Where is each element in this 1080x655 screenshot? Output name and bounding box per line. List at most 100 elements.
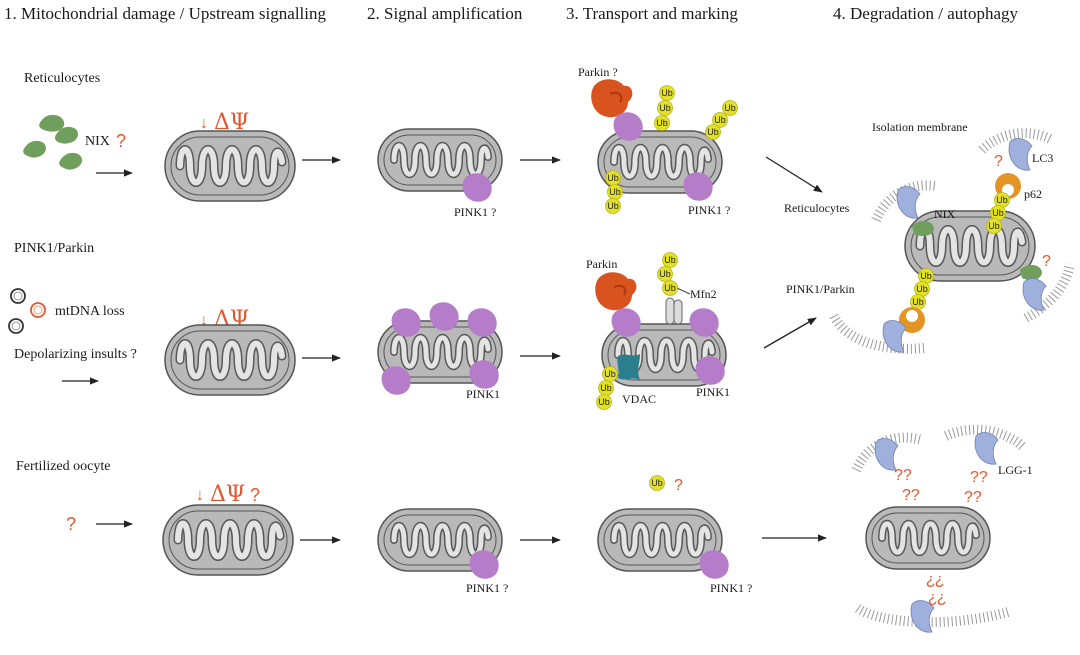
- ubiquitin-chain-r1-top: Ub Ub Ub: [654, 85, 675, 131]
- svg-text:Ub: Ub: [996, 195, 1008, 205]
- svg-text:Ub: Ub: [598, 397, 610, 407]
- ub-r3-label: Ub: [651, 478, 663, 488]
- lc3-right: [1022, 278, 1047, 311]
- svg-text:Ub: Ub: [607, 173, 619, 183]
- svg-text:Ub: Ub: [992, 208, 1004, 218]
- lc3-label: LC3: [1032, 151, 1053, 165]
- parkin-r1: [590, 78, 634, 119]
- isolation-membrane-top: [978, 128, 1055, 154]
- parkin-r2: [594, 271, 638, 312]
- down-arrow-r1: ↓: [200, 115, 208, 132]
- svg-text:Ub: Ub: [988, 221, 1000, 231]
- isolation-membrane-bottom-left: [829, 313, 925, 354]
- vdac-label: VDAC: [622, 392, 656, 406]
- reticulocytes-side-label: Reticulocytes: [784, 201, 850, 215]
- pink1-label-r3-s3: PINK1 ?: [710, 581, 752, 595]
- step-3-heading: 3. Transport and marking: [566, 4, 738, 23]
- ubiquitin-chain-cluster-bottom: Ub Ub Ub: [910, 268, 934, 310]
- svg-text:Ub: Ub: [661, 88, 673, 98]
- nix-label: NIX: [85, 134, 110, 149]
- svg-text:Ub: Ub: [607, 201, 619, 211]
- lc3-left: [896, 186, 921, 219]
- nix-bound: [912, 220, 934, 236]
- qq-r3-d: ??: [964, 489, 982, 506]
- pink1-label-r1-s3: PINK1 ?: [688, 203, 730, 217]
- mfn2-protein: [665, 297, 683, 325]
- ubiquitin-chain-r1-right: Ub Ub Ub: [705, 100, 738, 140]
- delta-psi-question-mark: ?: [250, 485, 260, 505]
- qq-r3-c: ??: [970, 469, 988, 486]
- svg-text:Ub: Ub: [916, 284, 928, 294]
- lgg1-right: [974, 432, 999, 465]
- lc3-top: [1008, 138, 1033, 171]
- down-arrow-r3: ↓: [196, 487, 204, 504]
- nix-right: [1020, 264, 1042, 280]
- down-arrow-r2: ↓: [200, 312, 208, 329]
- pink1-label-r2-s3: PINK1: [696, 385, 730, 399]
- pink1-label-r2-s2: PINK1: [466, 387, 500, 401]
- nix-side-label: NIX: [934, 207, 956, 221]
- nix-proteins: [23, 114, 82, 170]
- isolation-membrane-label: Isolation membrane: [872, 120, 968, 134]
- mfn2-leader: [676, 287, 691, 295]
- mfn2-label: Mfn2: [690, 287, 717, 301]
- step-4-heading: 4. Degradation / autophagy: [833, 4, 1019, 23]
- pink1-label-r3-s2: PINK1 ?: [466, 581, 508, 595]
- row-label-pink1-parkin: PINK1/Parkin: [14, 241, 94, 256]
- mitochondrion-r3-s1: [163, 505, 293, 575]
- svg-text:Ub: Ub: [664, 283, 676, 293]
- mitochondrion-degradation-bottom: [866, 507, 990, 569]
- qq-r3-a: ??: [894, 467, 912, 484]
- qq-r3-e: ??: [926, 572, 944, 589]
- svg-text:Ub: Ub: [656, 118, 668, 128]
- ub-question-mark: ?: [674, 477, 683, 494]
- svg-text:Ub: Ub: [600, 383, 612, 393]
- svg-text:Ub: Ub: [920, 271, 932, 281]
- row-label-fertilized-oocyte: Fertilized oocyte: [16, 459, 110, 474]
- svg-text:Ub: Ub: [609, 187, 621, 197]
- isolation-membrane-right: [1023, 262, 1075, 323]
- qq-r3-f: ??: [928, 590, 946, 607]
- svg-text:Ub: Ub: [664, 255, 676, 265]
- oocyte-question-mark: ?: [66, 514, 76, 534]
- ubiquitin-chain-mfn2: Ub Ub Ub: [657, 252, 678, 296]
- p62-bottom: [899, 307, 925, 333]
- svg-text:Ub: Ub: [912, 297, 924, 307]
- isolation-membrane-r3-left: [851, 432, 924, 473]
- vdac-protein: [617, 354, 640, 380]
- lgg1-left: [874, 438, 899, 471]
- pink1-label-r1-s2: PINK1 ?: [454, 205, 496, 219]
- ubiquitin-chain-p62: Ub Ub Ub: [986, 192, 1010, 234]
- right-question-mark: ?: [1042, 253, 1051, 270]
- step-1-heading: 1. Mitochondrial damage / Upstream signa…: [4, 4, 326, 23]
- svg-text:Ub: Ub: [659, 269, 671, 279]
- svg-text:Ub: Ub: [604, 369, 616, 379]
- mitochondrion-r2-s1: [165, 325, 295, 395]
- arrow-r1-d: [765, 156, 823, 193]
- row-label-reticulocytes: Reticulocytes: [24, 71, 100, 86]
- qq-r3-b: ??: [902, 487, 920, 504]
- nix-question-mark: ?: [116, 131, 126, 151]
- arrow-r2-d: [763, 317, 817, 349]
- pink1-r3-s3: [699, 550, 729, 579]
- step-2-heading: 2. Signal amplification: [367, 4, 523, 23]
- ubiquitin-chain-vdac: Ub Ub Ub: [596, 366, 618, 410]
- lgg1-label: LGG-1: [998, 463, 1033, 477]
- svg-text:Ub: Ub: [724, 103, 736, 113]
- mtdna-rings: [8, 288, 46, 334]
- pink1-parkin-side-label: PINK1/Parkin: [786, 282, 855, 296]
- svg-text:Ub: Ub: [707, 127, 719, 137]
- mitochondrion-r1-s1: [165, 131, 295, 201]
- parkin-label-r2: Parkin: [586, 257, 617, 271]
- isolation-membrane-r3-right: [943, 424, 1028, 452]
- lc3-bottom-left: [882, 320, 907, 353]
- ubiquitin-chain-r1-bottom: Ub Ub Ub: [605, 170, 623, 214]
- p62-label: p62: [1024, 187, 1042, 201]
- isolation-membrane-r3-bottom: [855, 603, 1010, 628]
- mtdna-loss-label: mtDNA loss: [55, 304, 125, 319]
- parkin-label-r1: Parkin ?: [578, 65, 618, 79]
- svg-text:Ub: Ub: [659, 103, 671, 113]
- svg-text:Ub: Ub: [714, 115, 726, 125]
- delta-psi-r3: ΔΨ: [210, 482, 245, 507]
